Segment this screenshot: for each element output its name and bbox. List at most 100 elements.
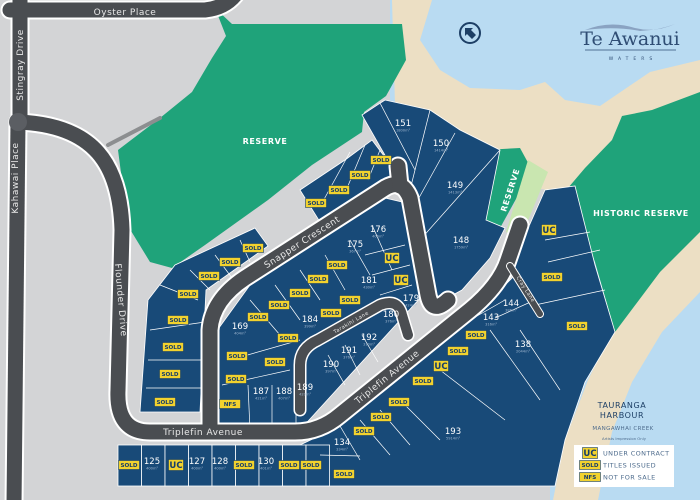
badge-background <box>393 274 409 286</box>
badge-background <box>307 274 329 284</box>
lot-area: 430m² <box>363 286 375 290</box>
badge-background <box>305 198 327 208</box>
lot-area: 400m² <box>191 467 203 471</box>
lot-boundary <box>371 264 411 276</box>
status-badge-uc: UC <box>433 360 449 372</box>
badge-text: SOLD <box>222 260 239 266</box>
harbour-label-line2: HARBOUR <box>600 411 644 420</box>
badge-background <box>168 459 184 471</box>
badge-background <box>339 295 361 305</box>
badge-text: SOLD <box>373 158 390 164</box>
badge-background <box>370 155 392 165</box>
lot-area: 406m² <box>372 235 384 239</box>
impression-note: Artists Impression Only <box>602 436 647 441</box>
status-badge-sold: SOLD <box>412 376 434 386</box>
status-badge-sold: SOLD <box>328 185 350 195</box>
reserve-walkway <box>106 116 162 147</box>
lot-number: 190 <box>323 360 339 370</box>
status-badge-sold: SOLD <box>219 257 241 267</box>
status-badge-nfs: NFS <box>579 472 601 482</box>
lot-area: 334m² <box>336 448 348 452</box>
badge-text: UC <box>394 276 407 286</box>
lot-dividers <box>146 102 606 461</box>
badge-text: SOLD <box>180 292 197 298</box>
badge-text: SOLD <box>292 291 309 297</box>
lot-area: 397m² <box>325 370 337 374</box>
lot-boundary <box>547 249 601 263</box>
status-badge-uc: UC <box>168 459 184 471</box>
badge-background <box>167 315 189 325</box>
badge-text: SOLD <box>267 360 284 366</box>
lot-number: 144 <box>503 299 519 309</box>
badge-text: NFS <box>584 475 597 481</box>
badge-text: SOLD <box>271 303 288 309</box>
badge-background <box>328 185 350 195</box>
badge-text: SOLD <box>165 345 182 351</box>
status-badge-uc: UC <box>582 447 598 459</box>
badge-text: NFS <box>224 402 237 408</box>
status-badge-sold: SOLD <box>339 295 361 305</box>
badge-text: SOLD <box>236 463 253 469</box>
lot-number: 191 <box>341 346 357 356</box>
badge-text: UC <box>542 226 555 236</box>
lot-area: 400m² <box>214 467 226 471</box>
roads <box>0 0 544 500</box>
lot-area: 421m² <box>255 397 267 401</box>
reserve-label: RESERVE <box>243 137 288 146</box>
badge-text: SOLD <box>228 377 245 383</box>
badge-background <box>177 289 199 299</box>
lot-boundary <box>419 149 501 241</box>
lot-boundary <box>379 102 416 171</box>
status-badge-nfs: NFS <box>219 399 241 409</box>
status-badge-sold: SOLD <box>353 426 375 436</box>
badge-background <box>277 333 299 343</box>
lot-number: 192 <box>361 333 377 343</box>
status-badge-sold: SOLD <box>226 351 248 361</box>
lot-area: 1800m² <box>396 129 411 133</box>
lot-area: 1414m² <box>434 149 449 153</box>
lot-boundary <box>349 239 371 276</box>
status-badge-sold: SOLD <box>305 198 327 208</box>
lot-number: 148 <box>453 236 469 246</box>
historic-reserve-area <box>568 92 700 332</box>
lot-number: 151 <box>395 119 411 129</box>
lot-boundary <box>344 344 361 376</box>
badge-text: SOLD <box>162 372 179 378</box>
lot-number: 187 <box>253 387 269 397</box>
badge-background <box>447 346 469 356</box>
lot-boundary <box>544 231 591 241</box>
badge-background <box>219 257 241 267</box>
badge-text: UC <box>434 362 447 372</box>
lot-area: 376m² <box>385 320 397 324</box>
badge-text: SOLD <box>342 298 359 304</box>
